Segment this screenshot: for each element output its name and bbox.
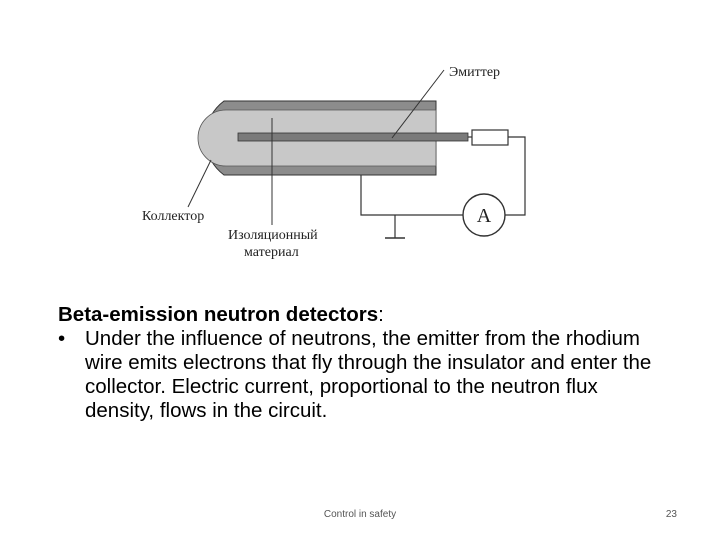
bullet-marker: • <box>58 327 66 350</box>
slide-heading-suffix: : <box>378 303 384 326</box>
ammeter-label: A <box>477 205 492 227</box>
leader-collector <box>187 159 212 208</box>
wire-ammeter-to-collector <box>360 175 463 216</box>
neutron-detector-diagram: A Эмиттер Коллектор Изоляционный материа… <box>142 65 526 260</box>
footer-title: Control in safety <box>323 509 397 520</box>
slide-heading-bold: Beta-emission neutron detectors <box>58 303 379 326</box>
slide-heading: Beta-emission neutron detectors: <box>58 303 658 327</box>
slide-body: Beta-emission neutron detectors: • Under… <box>58 303 658 423</box>
resistor <box>471 129 509 146</box>
wire-resistor-to-ammeter <box>505 136 526 216</box>
emitter-label: Эмиттер <box>449 65 500 80</box>
insulation-label-line1: Изоляционный <box>228 228 318 243</box>
leader-emitter <box>391 69 445 139</box>
bullet-item: • Under the influence of neutrons, the e… <box>58 327 658 423</box>
bullet-text: Under the influence of neutrons, the emi… <box>85 327 652 422</box>
collector-label: Коллектор <box>142 209 204 224</box>
insulation-label-line2: материал <box>244 245 299 260</box>
page-number: 23 <box>665 509 677 520</box>
